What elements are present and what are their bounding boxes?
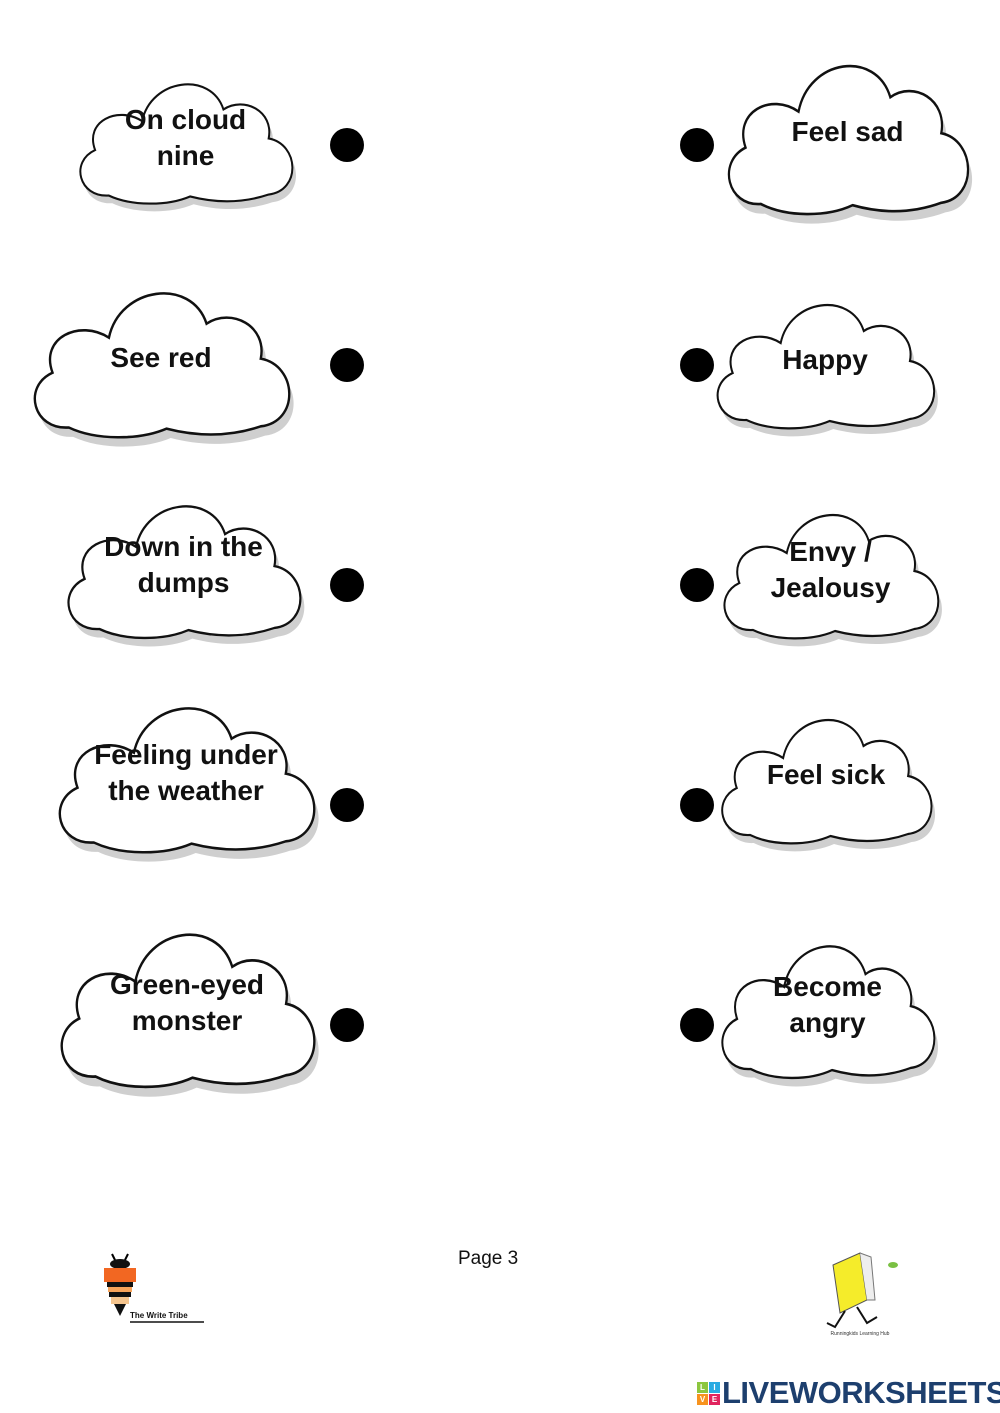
cloud-text: Down in the dumps: [104, 531, 263, 598]
left-match-dot-1[interactable]: [330, 128, 364, 162]
left-match-dot-5[interactable]: [330, 1008, 364, 1042]
right-match-dot-3[interactable]: [680, 568, 714, 602]
cloud-text: Feel sad: [791, 116, 904, 147]
cloud-text: Feel sick: [766, 759, 886, 790]
right-match-dot-4[interactable]: [680, 788, 714, 822]
cloud-text: See red: [110, 341, 212, 373]
left-cloud-3[interactable]: Down in the dumps: [55, 485, 312, 647]
cloud-text: Become angry: [773, 971, 882, 1038]
brand-letter-tile: L: [697, 1381, 708, 1393]
liveworksheets-brand: LIVEWORKSHEETS: [722, 1375, 1000, 1410]
brand-letter-tile: I: [709, 1381, 720, 1393]
page-number: Page 3: [458, 1248, 519, 1269]
cloud-text: Green-eyed monster: [109, 968, 265, 1036]
brand-letter-tile: V: [697, 1393, 708, 1405]
left-cloud-2[interactable]: See red: [20, 270, 302, 447]
cloud-text: Envy / Jealousy: [770, 536, 891, 603]
left-cloud-4[interactable]: Feeling under the weather: [45, 685, 327, 862]
right-cloud-2[interactable]: Happy: [705, 285, 945, 437]
right-cloud-5[interactable]: Become angry: [710, 925, 945, 1087]
svg-text:The Write Tribe: The Write Tribe: [130, 1311, 188, 1320]
right-match-dot-5[interactable]: [680, 1008, 714, 1042]
left-match-dot-2[interactable]: [330, 348, 364, 382]
right-match-dot-2[interactable]: [680, 348, 714, 382]
cloud-text: Feeling under the weather: [94, 738, 278, 806]
cloud-text: On cloud nine: [124, 103, 247, 171]
brand-letter-tile: E: [709, 1393, 720, 1405]
right-match-dot-1[interactable]: [680, 128, 714, 162]
left-match-dot-3[interactable]: [330, 568, 364, 602]
left-match-dot-4[interactable]: [330, 788, 364, 822]
right-cloud-4[interactable]: Feel sick: [710, 700, 942, 852]
right-cloud-1[interactable]: Feel sad: [715, 42, 980, 224]
left-cloud-1[interactable]: On cloud nine: [68, 65, 303, 212]
cloud-text: Happy: [782, 344, 868, 375]
left-cloud-5[interactable]: Green-eyed monster: [47, 910, 327, 1097]
svg-text:Runningkids Learning Hub: Runningkids Learning Hub: [831, 1331, 890, 1337]
runningkids-logo: Runningkids Learning Hub: [826, 1252, 898, 1337]
right-cloud-3[interactable]: Envy / Jealousy: [712, 495, 949, 647]
write-tribe-logo: The Write Tribe: [104, 1253, 204, 1323]
